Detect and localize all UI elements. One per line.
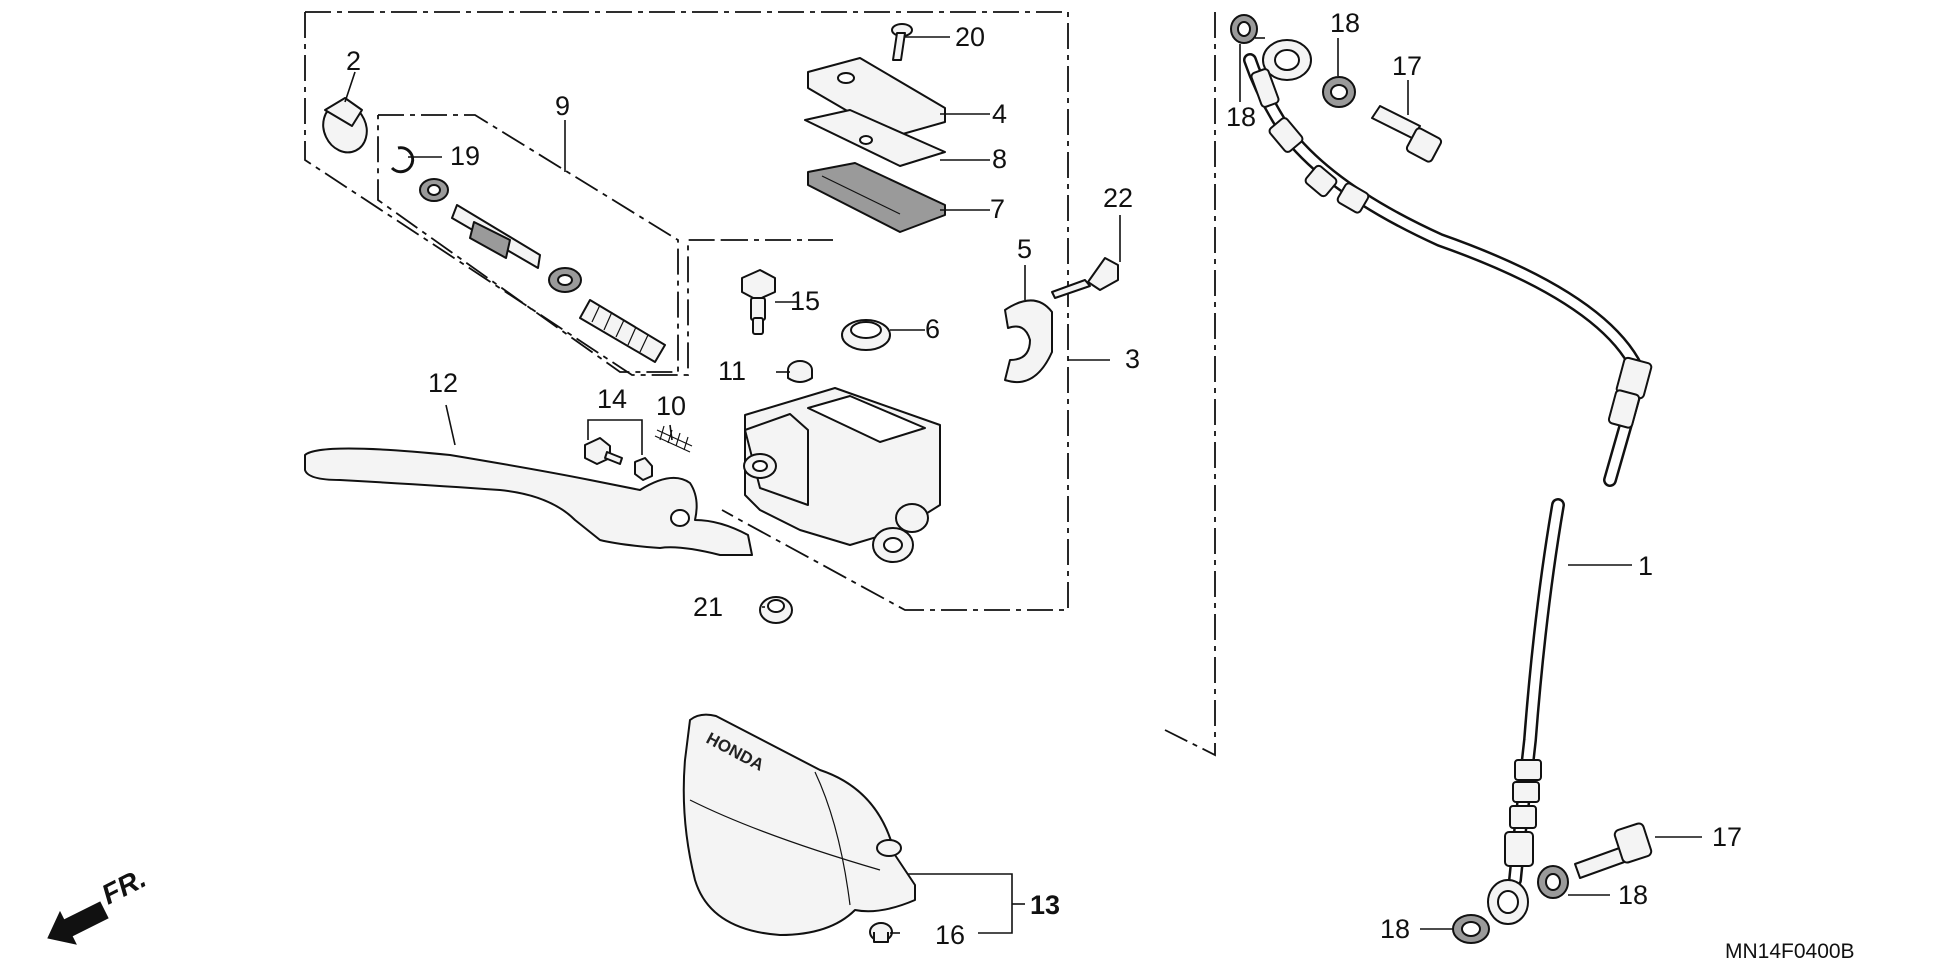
callout-3: 3 (1125, 344, 1140, 374)
callout-2: 2 (346, 46, 361, 76)
assembly-boundary-piston-set (377, 114, 679, 373)
assembly-boundary-master-cylinder (304, 11, 1069, 611)
front-direction-arrow: FR. (47, 862, 151, 945)
pivot-bolt-14 (584, 437, 653, 481)
callout-17a: 17 (1392, 51, 1422, 81)
callout-8: 8 (992, 144, 1007, 174)
assembly-boundary-hose (1164, 12, 1216, 757)
callout-22: 22 (1103, 183, 1133, 213)
callout-13: 13 (1030, 890, 1060, 920)
piston-assembly (419, 178, 666, 363)
callout-16: 16 (935, 920, 965, 950)
holder-5 (1004, 299, 1053, 384)
callout-7: 7 (990, 194, 1005, 224)
callout-19: 19 (450, 141, 480, 171)
callout-4: 4 (992, 99, 1007, 129)
callout-20: 20 (955, 22, 985, 52)
callout-18a: 18 (1330, 8, 1360, 38)
banjo-bolt-17-upper (1371, 105, 1443, 163)
callout-18b: 18 (1226, 102, 1256, 132)
callout-5: 5 (1017, 234, 1032, 264)
callout-14: 14 (597, 384, 627, 414)
screw-16 (869, 922, 893, 943)
callout-9: 9 (555, 91, 570, 121)
callout-15: 15 (790, 286, 820, 316)
reservoir-bolt-15 (741, 269, 776, 335)
callout-labels: 1 2 3 4 5 6 7 8 9 10 11 12 13 14 15 16 1… (346, 8, 1742, 950)
callout-17b: 17 (1712, 822, 1742, 852)
callout-10: 10 (656, 391, 686, 421)
diaphragm-plate (804, 109, 946, 167)
banjo-bolt-17-lower (1574, 822, 1653, 879)
brake-hose (1243, 39, 1653, 925)
master-cylinder-body (743, 387, 941, 563)
circlip-19 (390, 146, 415, 174)
callout-11: 11 (718, 356, 746, 386)
reservoir-cap (807, 57, 946, 138)
callout-18d: 18 (1380, 914, 1410, 944)
diaphragm (807, 162, 946, 233)
cap-11 (787, 360, 813, 383)
front-direction-label: FR. (97, 862, 151, 910)
boot-2 (322, 97, 368, 154)
brake-lever (304, 447, 753, 556)
diagram-code: MN14F0400B (1725, 940, 1855, 963)
hand-guard: HONDA (682, 713, 916, 936)
holder-bolt-22 (1051, 257, 1119, 299)
boot-6 (841, 319, 891, 351)
callout-18c: 18 (1618, 880, 1648, 910)
spring-10 (654, 425, 693, 453)
leader-lines (344, 36, 1702, 934)
cap-screw-20 (891, 23, 913, 61)
callout-6: 6 (925, 314, 940, 344)
callout-1: 1 (1638, 551, 1653, 581)
grommet-21 (759, 596, 793, 624)
callout-21: 21 (693, 592, 723, 622)
callout-12: 12 (428, 368, 458, 398)
